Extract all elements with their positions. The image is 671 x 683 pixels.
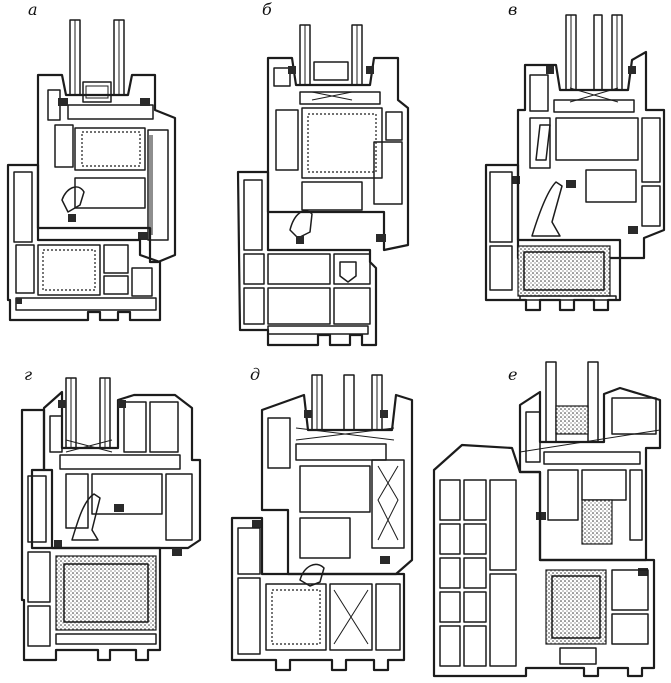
panel-v-sash (512, 50, 666, 260)
panel-d-frame (230, 516, 406, 672)
panel-g-glazing (65, 377, 113, 453)
panel-a-label: а (28, 0, 38, 19)
panel-g-label: г (24, 365, 32, 384)
panel-e-label: е (508, 365, 517, 384)
panel-v: в (484, 0, 666, 312)
panel-a-glazing (69, 19, 125, 103)
panel-d-label: д (250, 365, 260, 384)
panel-e-frame (432, 443, 656, 678)
panel-g-frame (20, 408, 162, 662)
panel-e: е (432, 361, 662, 678)
panel-d-sash (252, 393, 414, 587)
panel-a: а (6, 0, 177, 322)
panel-g: г (20, 365, 202, 662)
panel-b-sash (266, 56, 410, 252)
panel-g-sash (42, 390, 202, 556)
panel-v-frame (484, 163, 622, 312)
panel-b: б (236, 0, 410, 347)
panel-a-sash (36, 73, 177, 264)
panel-v-label: в (508, 0, 517, 19)
panel-b-glazing (299, 24, 363, 101)
panel-b-label: б (262, 0, 272, 19)
panel-a-frame (6, 163, 162, 322)
panel-d: д (230, 365, 414, 672)
panel-b-frame (236, 170, 378, 347)
panel-e-sash (518, 386, 662, 576)
